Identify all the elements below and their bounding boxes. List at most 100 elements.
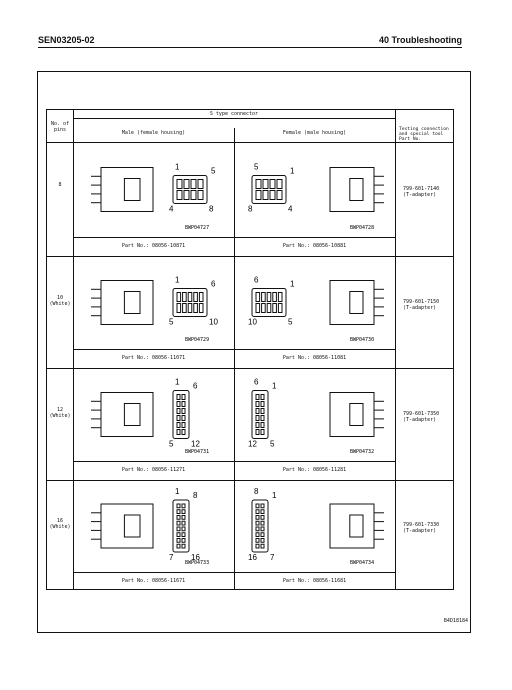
pin-number-label: 8 (209, 205, 214, 214)
pin-number-label: 5 (169, 440, 174, 449)
row-male-part-number: Part No.: 08056-10871 (121, 243, 186, 249)
part-line-1 (73, 237, 395, 238)
head-male: Male (female housing) (121, 130, 186, 136)
row-line-header (47, 142, 453, 143)
drawing-code: BWP04727 (185, 225, 209, 231)
pin-number-label: 12 (191, 440, 200, 449)
pin-number-label: 4 (288, 205, 293, 214)
header-subline (73, 118, 395, 119)
row-pins-count: 10 (56, 294, 64, 301)
pin-number-label: 10 (248, 318, 257, 327)
pin-number-label: 1 (272, 382, 277, 391)
pin-number-label: 1 (175, 378, 180, 387)
row-tool-number: 799-601-7140 (403, 185, 440, 192)
row-male-part-number: Part No.: 08056-11671 (121, 578, 186, 584)
row-tool: 799-601-7330(T-adapter) (403, 522, 453, 534)
row-pins-count: 16 (56, 518, 64, 524)
pin-number-label: 5 (169, 318, 174, 327)
pin-number-label: 5 (254, 163, 259, 172)
row-female-part-number: Part No.: 08056-10881 (282, 243, 347, 249)
row-pins-count: 12 (56, 406, 64, 413)
row-pins-label: 8 (47, 182, 73, 188)
row-tool-type: (T-adapter) (403, 416, 437, 423)
part-line-4 (73, 572, 395, 573)
col-divider-tool (395, 110, 396, 589)
pin-number-label: 16 (191, 553, 200, 562)
row-pins-label: 16(White) (47, 518, 73, 530)
pin-number-label: 4 (169, 205, 174, 214)
row-tool: 799-601-7350(T-adapter) (403, 411, 453, 423)
row-tool: 799-601-7150(T-adapter) (403, 299, 453, 311)
part-line-3 (73, 461, 395, 462)
pin-number-label: 8 (254, 487, 259, 496)
row-female-part-number: Part No.: 08056-11081 (282, 355, 347, 361)
drawing-code: BWP04730 (350, 337, 374, 343)
pin-number-label: 1 (272, 491, 277, 500)
pin-number-label: 6 (211, 280, 216, 289)
head-group: S type connector (209, 111, 259, 117)
row-pins-color: (White) (49, 524, 71, 530)
pin-number-label: 1 (290, 280, 295, 289)
pin-number-label: 6 (254, 378, 259, 387)
row-tool: 799-601-7140(T-adapter) (403, 186, 453, 198)
pin-number-label: 1 (175, 487, 180, 496)
drawing-code: BWP04732 (350, 449, 374, 455)
pin-number-label: 1 (175, 276, 180, 285)
pin-number-label: 7 (270, 553, 275, 562)
head-pins: No. of pins (50, 121, 70, 133)
part-line-2 (73, 349, 395, 350)
pin-number-label: 5 (211, 167, 216, 176)
page-frame (37, 71, 471, 633)
header-rule (38, 47, 462, 48)
header-section: 40 Troubleshooting (378, 35, 462, 45)
row-line-2 (47, 368, 453, 369)
row-pins-label: 10(White) (47, 295, 73, 307)
row-tool-number: 799-601-7150 (403, 298, 440, 305)
row-pins-color: (White) (49, 412, 71, 419)
footer-code: B4D18184 (443, 618, 468, 624)
row-tool-type: (T-adapter) (403, 191, 437, 198)
pin-number-label: 1 (175, 163, 180, 172)
row-tool-type: (T-adapter) (403, 528, 437, 534)
drawing-code: BWP04731 (185, 449, 209, 455)
row-line-3 (47, 480, 453, 481)
drawing-code: BWP04729 (185, 337, 209, 343)
drawing-code: BWP04734 (350, 560, 374, 566)
row-tool-number: 799-601-7350 (403, 410, 440, 417)
pin-number-label: 8 (248, 205, 253, 214)
pin-number-label: 7 (169, 553, 174, 562)
pin-number-label: 10 (209, 318, 218, 327)
pin-number-label: 8 (193, 491, 198, 500)
connector-table: No. of pins S type connector Male (femal… (46, 109, 454, 590)
pin-number-label: 5 (288, 318, 293, 327)
pin-number-label: 6 (254, 276, 259, 285)
pin-number-label: 1 (290, 167, 295, 176)
drawing-code: BWP04728 (350, 225, 374, 231)
row-male-part-number: Part No.: 08056-11071 (121, 355, 186, 361)
row-line-1 (47, 256, 453, 257)
row-male-part-number: Part No.: 08056-11271 (121, 467, 186, 473)
pin-number-label: 16 (248, 553, 257, 562)
head-tool: Testing connection and special tool Part… (399, 127, 449, 142)
head-female: Female (male housing) (282, 130, 347, 136)
row-female-part-number: Part No.: 08056-11681 (282, 578, 347, 584)
row-tool-type: (T-adapter) (403, 304, 437, 311)
row-pins-color: (White) (49, 300, 71, 307)
row-female-part-number: Part No.: 08056-11281 (282, 467, 347, 473)
row-tool-number: 799-601-7330 (403, 522, 440, 528)
